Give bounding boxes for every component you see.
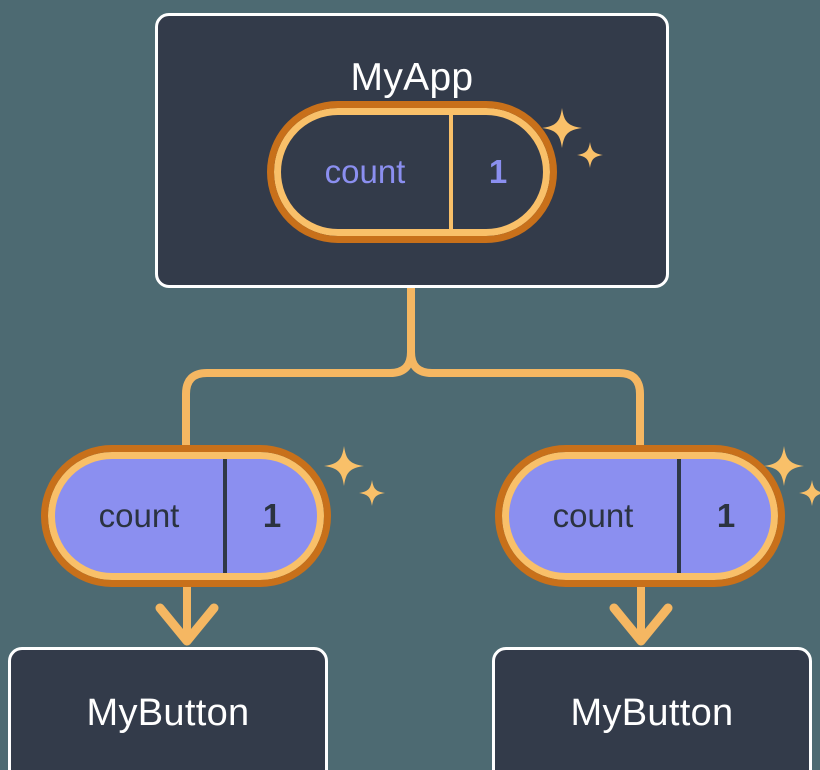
state-pill-myapp[interactable]: count 1 — [267, 101, 557, 243]
state-value-child-left: 1 — [262, 497, 282, 534]
state-pill-child-right[interactable]: count 1 — [495, 445, 785, 587]
arrow-head-left — [155, 603, 219, 646]
node-myapp-label: MyApp — [350, 56, 474, 99]
node-mybutton-right[interactable]: MyButton — [492, 647, 812, 770]
node-mybutton-left[interactable]: MyButton — [8, 647, 328, 770]
wire-to-left-child — [182, 284, 415, 456]
state-key-child-right: count — [509, 459, 681, 573]
state-key-myapp: count — [281, 115, 453, 229]
wire-to-right-child — [407, 284, 644, 456]
node-mybutton-left-label: MyButton — [86, 692, 250, 734]
node-mybutton-right-label: MyButton — [570, 692, 734, 734]
state-key-child-left: count — [55, 459, 227, 573]
state-value-myapp: 1 — [488, 153, 508, 190]
state-value-child-right: 1 — [716, 497, 736, 534]
sparkle-icon — [324, 446, 385, 506]
state-pill-child-left[interactable]: count 1 — [41, 445, 331, 587]
arrow-head-right — [609, 603, 673, 646]
